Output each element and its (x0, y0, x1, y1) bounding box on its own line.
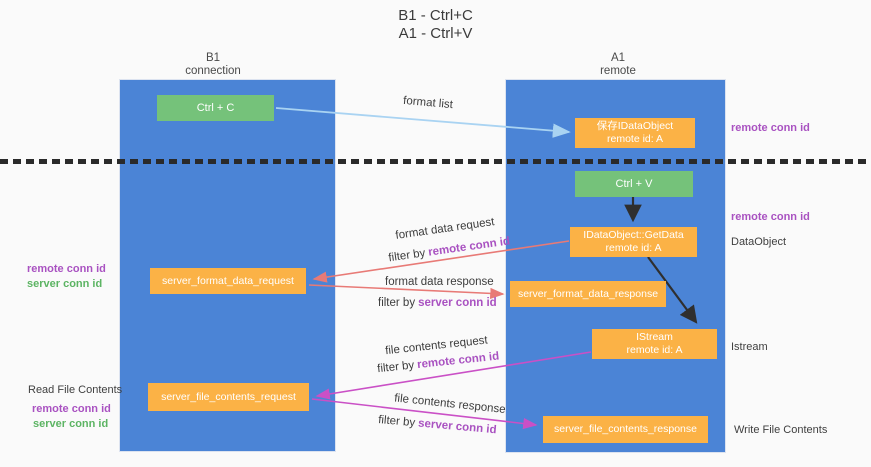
filter-by-text: filter by (377, 414, 416, 430)
server-conn-id-text: server conn id (417, 417, 497, 437)
server-conn-id-text: server conn id (418, 297, 497, 309)
title-line-2: A1 - Ctrl+V (398, 25, 473, 42)
istream-box: IStream remote id: A (592, 329, 717, 359)
server-file-contents-response-box: server_file_contents_response (543, 416, 708, 443)
session-divider-dashed-line (0, 159, 871, 164)
server-file-contents-response-label: server_file_contents_response (553, 423, 697, 435)
remote-conn-id-text: remote conn id (416, 350, 500, 372)
getdata-line2: remote id: A (605, 242, 662, 254)
filter-by-text: filter by (378, 297, 416, 309)
ctrl-v-box: Ctrl + V (575, 171, 693, 197)
arrow-label-file-contents-response: file contents response (393, 392, 507, 417)
column-a1-subtitle: remote (600, 65, 636, 77)
column-a1-name: A1 (610, 52, 626, 64)
arrow-label-format-data-request: format data request (394, 216, 496, 242)
column-header-a1: A1 remote (548, 52, 688, 78)
right-label-remote-conn-id-mid: remote conn id (731, 211, 810, 223)
column-b1-subtitle: connection (185, 65, 241, 77)
arrow-label-format-data-response: format data response (385, 276, 494, 288)
left-label-server-conn-id-2: server conn id (33, 418, 109, 430)
ctrl-c-label: Ctrl + C (196, 101, 235, 114)
left-label-server-conn-id-1: server conn id (27, 278, 103, 290)
left-label-remote-conn-id-1: remote conn id (27, 263, 106, 275)
istream-line1: IStream (636, 331, 673, 343)
right-label-write-file-contents: Write File Contents (734, 424, 828, 436)
column-b1-name: B1 (205, 52, 221, 64)
save-idataobject-box: 保存IDataObject remote id: A (575, 118, 695, 148)
right-label-remote-conn-id-top: remote conn id (731, 122, 810, 134)
idataobject-getdata-box: IDataObject::GetData remote id: A (570, 227, 697, 257)
diagram-title: B1 - Ctrl+C A1 - Ctrl+V (0, 7, 871, 43)
filter-by-text: filter by (387, 247, 427, 265)
server-file-contents-request-label: server_file_contents_request (161, 390, 296, 403)
right-label-istream: Istream (731, 341, 768, 353)
server-format-data-response-label: server_format_data_response (517, 287, 659, 300)
ctrl-c-box: Ctrl + C (157, 95, 274, 121)
arrow-label-format-list: format list (402, 94, 454, 112)
istream-line2: remote id: A (626, 344, 683, 356)
filter-by-text: filter by (376, 359, 415, 376)
server-format-data-request-label: server_format_data_request (162, 274, 294, 287)
server-format-data-response-box: server_format_data_response (510, 281, 666, 307)
remote-conn-id-text: remote conn id (427, 235, 511, 259)
server-file-contents-request-box: server_file_contents_request (148, 383, 309, 411)
save-idataobject-line2: remote id: A (606, 133, 664, 145)
left-label-remote-conn-id-2: remote conn id (32, 403, 111, 415)
column-header-b1: B1 connection (143, 52, 283, 78)
getdata-line1: IDataObject::GetData (583, 229, 684, 241)
server-format-data-request-box: server_format_data_request (150, 268, 306, 294)
right-label-dataobject: DataObject (731, 236, 787, 248)
ctrl-v-label: Ctrl + V (615, 177, 653, 190)
title-line-1: B1 - Ctrl+C (398, 7, 473, 24)
left-label-read-file-contents: Read File Contents (28, 384, 123, 396)
save-idataobject-line1: 保存IDataObject (596, 120, 674, 132)
